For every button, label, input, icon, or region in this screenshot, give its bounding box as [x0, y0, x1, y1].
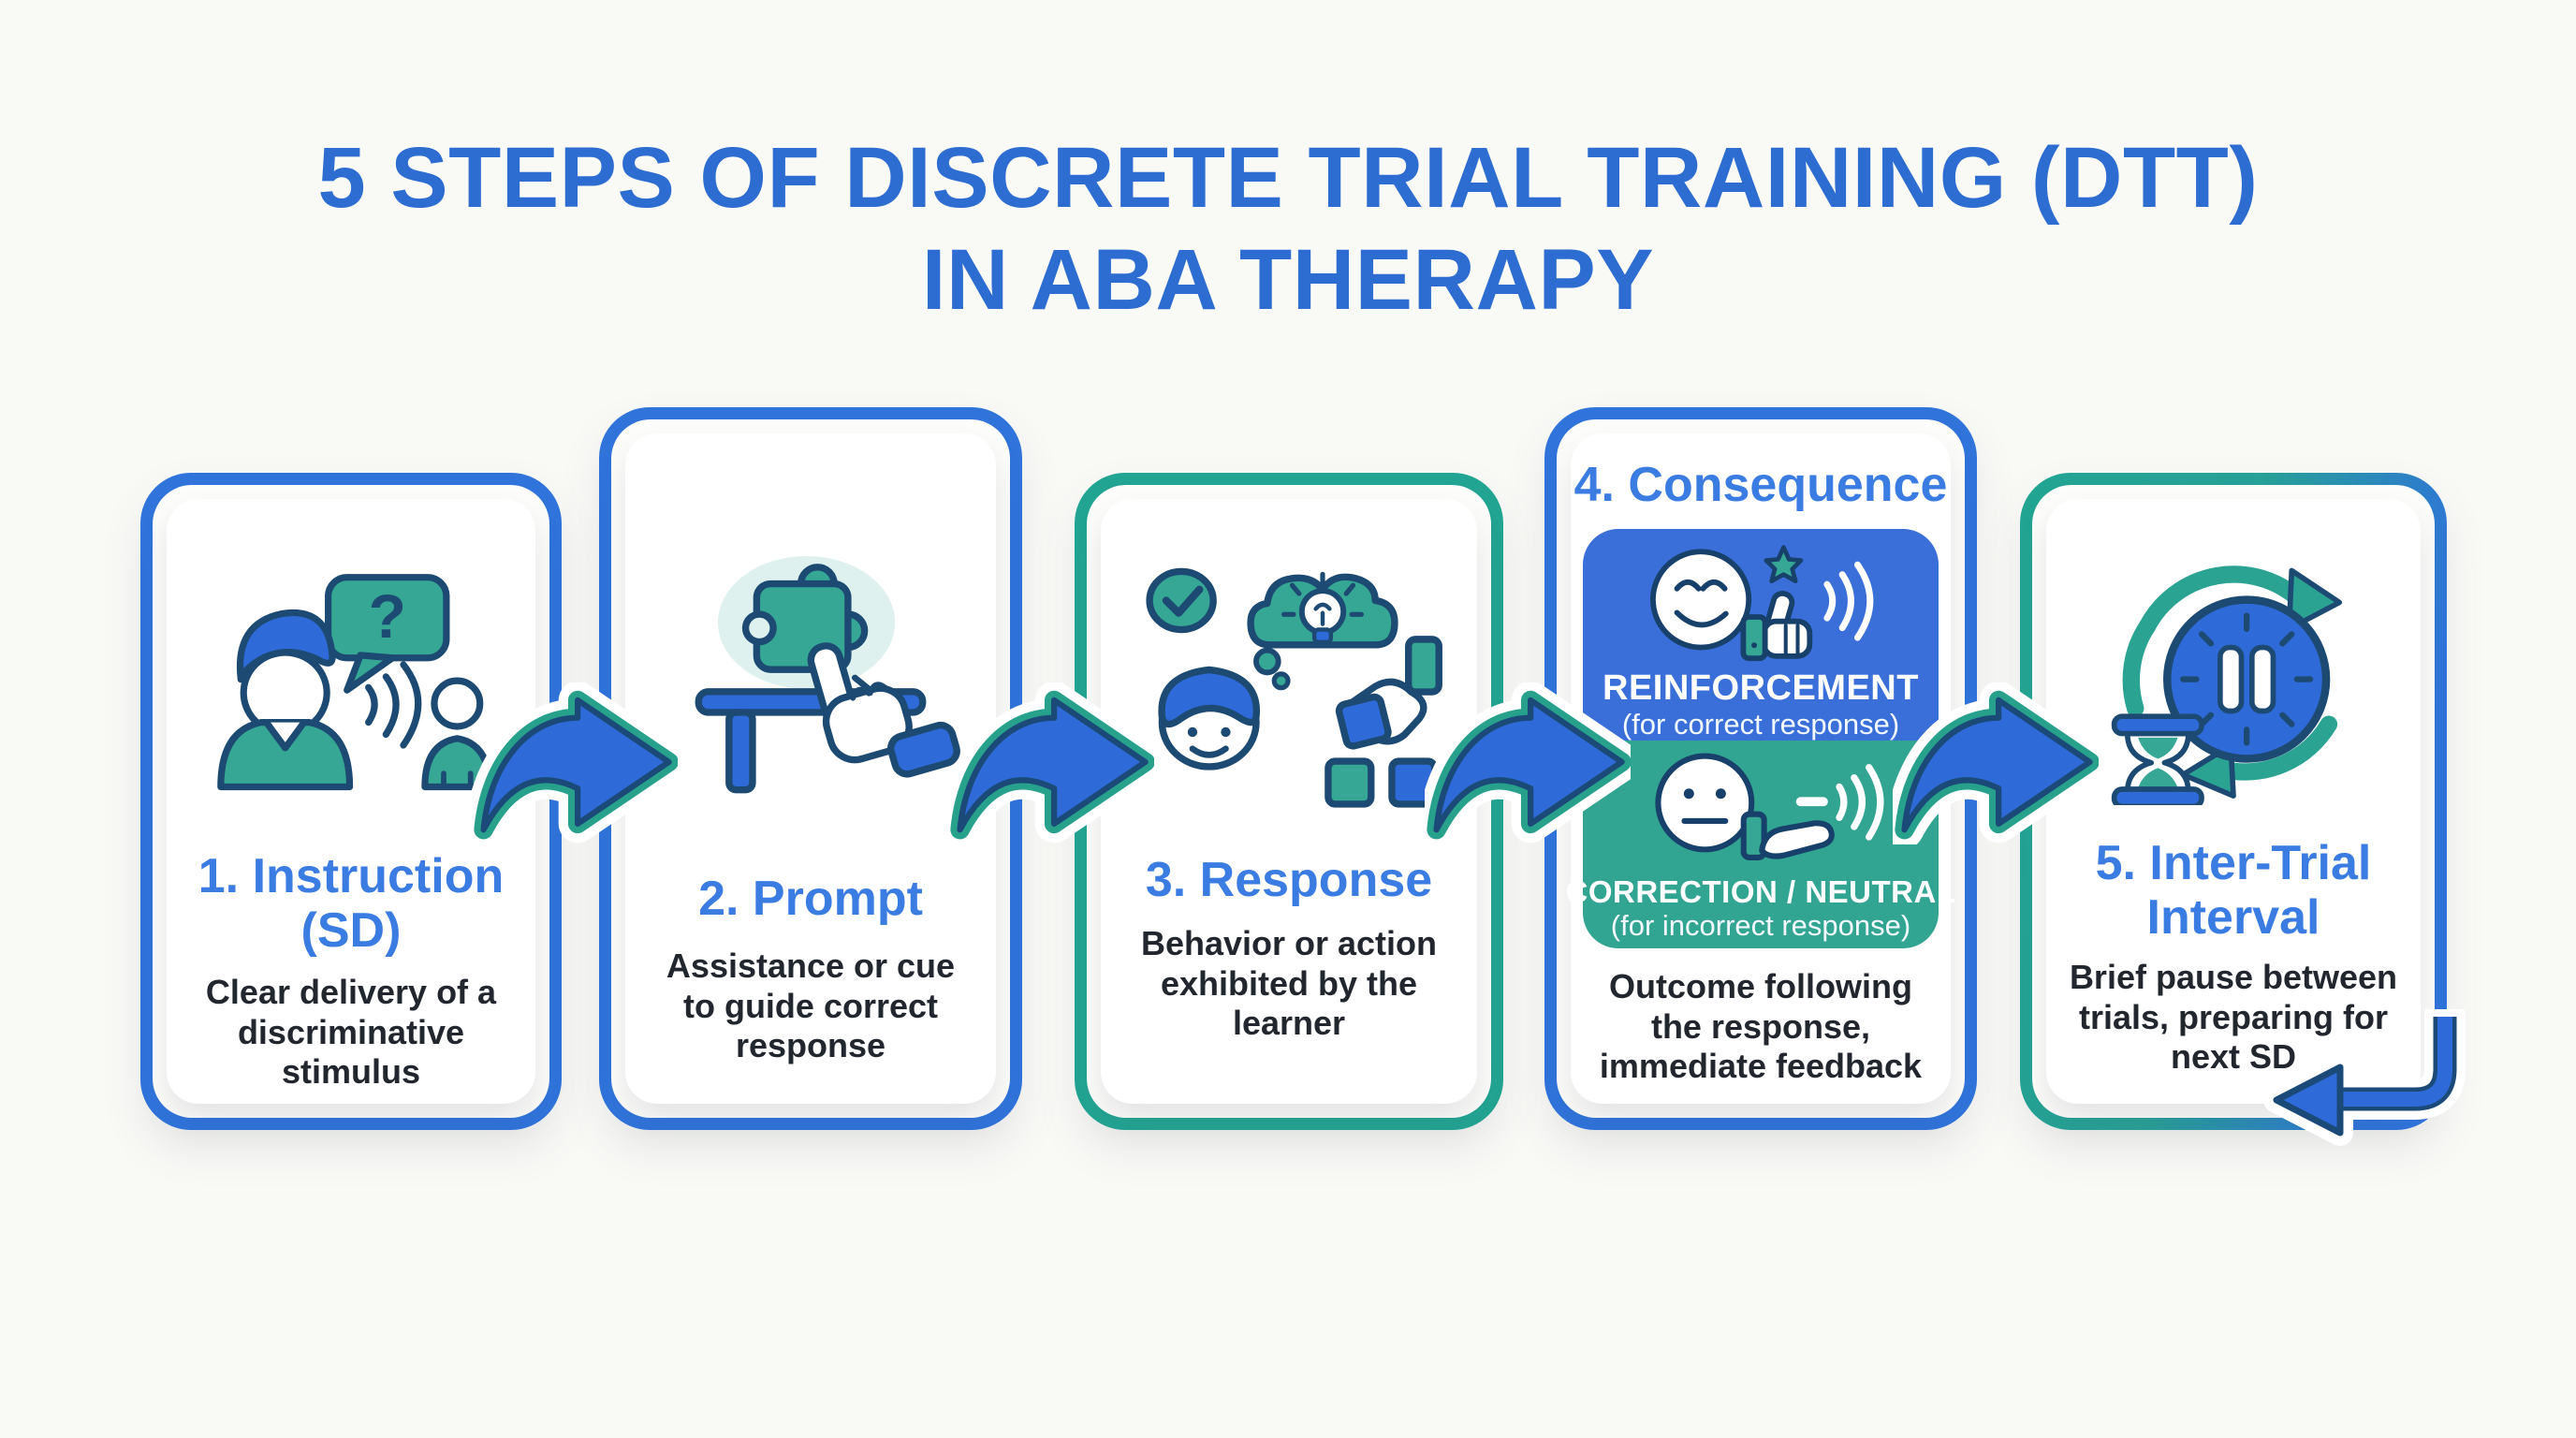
step-description: Behavior or action exhibited by the lear… — [1140, 924, 1438, 1043]
step-title: 5. Inter-Trial Interval — [2095, 836, 2372, 946]
listener-head — [431, 677, 484, 730]
hair-shape — [236, 609, 336, 683]
child-face-icon — [1157, 666, 1260, 770]
flow-arrow-1 — [464, 681, 688, 849]
sound-waves-icon — [1836, 764, 1884, 841]
correction-panel: CORRECTION / NEUTRAL (for incorrect resp… — [1566, 741, 1955, 949]
reinforcement-icon — [1650, 545, 1874, 662]
thumbs-up-icon — [1740, 591, 1813, 662]
pointing-hand-icon — [807, 642, 960, 778]
sound-waves-icon — [1823, 561, 1874, 641]
step-card-response: 3. Response Behavior or action exhibited… — [1075, 473, 1503, 1130]
flow-arrow-4 — [1885, 681, 2109, 849]
correction-icon — [1655, 753, 1884, 861]
page-title: 5 STEPS OF DISCRETE TRIAL TRAINING (DTT)… — [0, 127, 2576, 330]
step-title: 4. Consequence — [1573, 458, 1948, 512]
step-description: Brief pause between trials, preparing fo… — [2069, 958, 2398, 1077]
return-arrow-icon — [2263, 996, 2466, 1146]
hourglass-icon — [2111, 713, 2204, 805]
correction-sublabel: (for incorrect response) — [1610, 908, 1911, 942]
loop-back-arrow — [2220, 996, 2482, 1168]
step-description: Outcome following the response, immediat… — [1599, 967, 1923, 1086]
happy-face-icon — [1650, 549, 1752, 651]
dash-glyph — [1795, 797, 1828, 807]
checkmark-icon — [1145, 567, 1217, 634]
flow-arrow-2 — [941, 681, 1164, 849]
open-hand-icon — [1740, 811, 1835, 861]
hand-with-blocks-icon — [1324, 636, 1442, 808]
pause-clock-icon — [2162, 595, 2331, 763]
flow-arrow-icon — [1885, 681, 2109, 849]
shoulders-shape — [217, 719, 354, 791]
flow-arrow-3 — [1417, 681, 1641, 849]
instruction-icon: ? — [217, 574, 493, 791]
sound-waves-icon — [365, 661, 422, 749]
flow-arrow-icon — [941, 681, 1164, 849]
inter-trial-icon — [2111, 565, 2343, 805]
step-card-inter-trial-interval: 5. Inter-Trial Interval Brief pause betw… — [2020, 473, 2447, 1130]
page-title-line-1: 5 STEPS OF DISCRETE TRIAL TRAINING (DTT) — [317, 130, 2259, 226]
step-description: Assistance or cue to guide correct respo… — [666, 946, 956, 1065]
step-card-prompt: 2. Prompt Assistance or cue to guide cor… — [599, 407, 1022, 1130]
step-card-consequence: 4. Consequence — [1544, 407, 1977, 1130]
step-description: Clear delivery of a discriminative stimu… — [205, 973, 497, 1092]
step-title: 3. Response — [1145, 853, 1433, 907]
page-title-line-2: IN ABA THERAPY — [921, 231, 1655, 328]
flow-arrow-icon — [1417, 681, 1641, 849]
flow-arrow-icon — [464, 681, 688, 849]
prompt-icon — [695, 555, 960, 794]
question-mark-glyph: ? — [369, 581, 406, 651]
reinforcement-panel: REINFORCEMENT (for correct response) — [1583, 529, 1939, 741]
response-icon — [1145, 567, 1442, 808]
neutral-face-icon — [1655, 753, 1755, 853]
step-title: 1. Instruction (SD) — [198, 849, 505, 959]
correction-label: CORRECTION / NEUTRAL — [1565, 874, 1956, 910]
reinforcement-label: REINFORCEMENT — [1603, 668, 1919, 708]
reinforcement-sublabel: (for correct response) — [1621, 707, 1900, 741]
star-icon — [1764, 545, 1804, 584]
step-title: 2. Prompt — [698, 872, 923, 926]
lightbulb-icon — [1281, 571, 1364, 645]
